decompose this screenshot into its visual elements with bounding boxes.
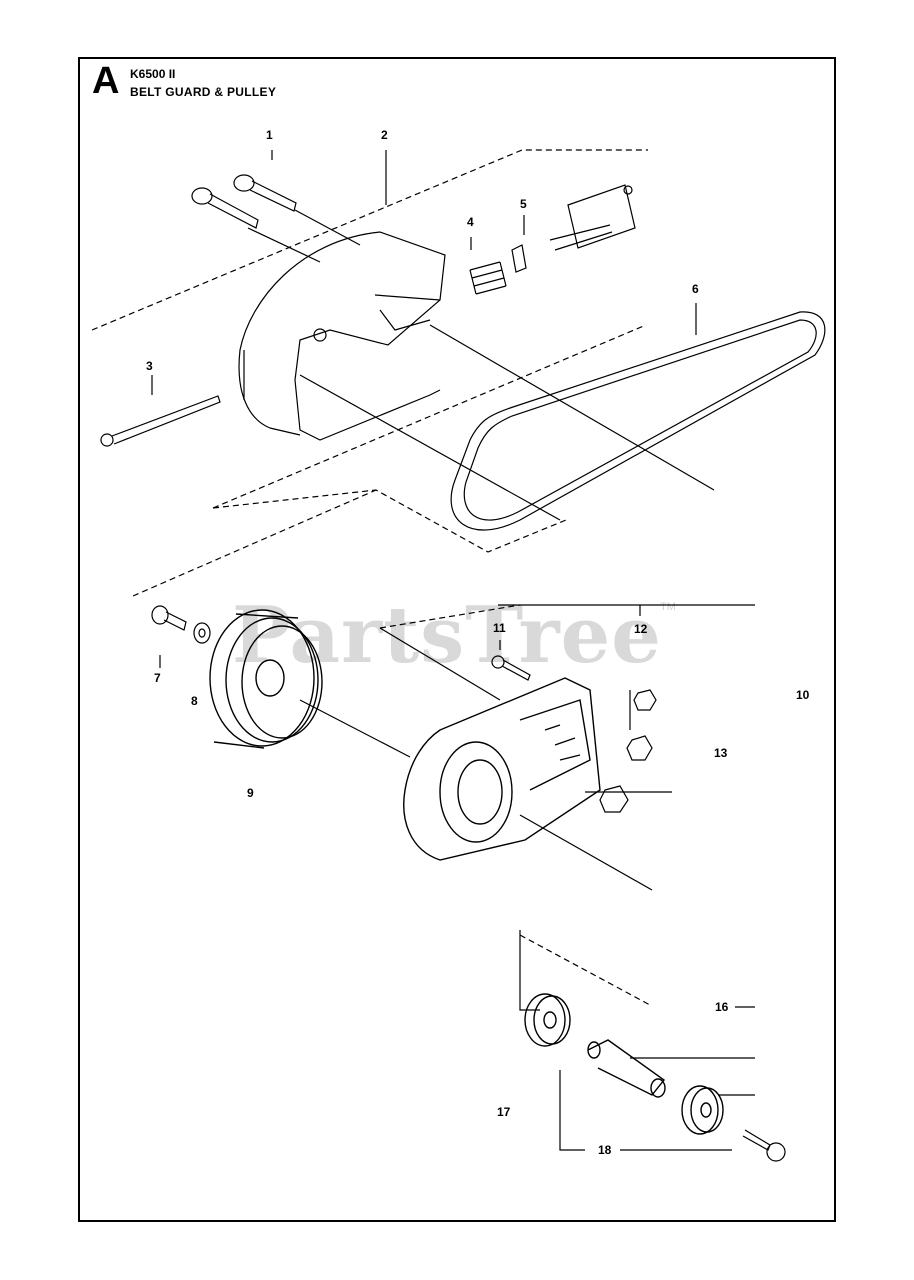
bolt-icon bbox=[151, 605, 187, 631]
watermark-trademark: TM bbox=[660, 601, 676, 613]
callout-2: 2 bbox=[381, 128, 388, 142]
diagram-frame bbox=[78, 57, 836, 1222]
model-label: K6500 II bbox=[130, 67, 176, 81]
callout-9: 9 bbox=[247, 786, 254, 800]
bolt-icon bbox=[742, 1129, 786, 1162]
diagram-title: BELT GUARD & PULLEY bbox=[130, 85, 277, 99]
shaft-icon bbox=[587, 1039, 666, 1098]
leader-lines-middle bbox=[159, 604, 755, 891]
callout-12: 12 bbox=[634, 622, 648, 636]
callout-11: 11 bbox=[493, 621, 506, 635]
drive-belt-icon bbox=[450, 311, 826, 531]
callout-5: 5 bbox=[520, 197, 527, 211]
bearing-icon bbox=[681, 1085, 724, 1135]
washer-clip-icon bbox=[511, 244, 527, 273]
section-letter: A bbox=[92, 60, 120, 102]
pulley-icon bbox=[209, 609, 323, 749]
callout-6: 6 bbox=[692, 282, 699, 296]
callout-13: 13 bbox=[714, 746, 728, 760]
callout-8: 8 bbox=[191, 694, 198, 708]
callout-18: 18 bbox=[598, 1143, 612, 1157]
belt-guard-cover-icon bbox=[238, 231, 446, 441]
dashed-guide-lines-lower bbox=[519, 934, 651, 1006]
nut-icon bbox=[599, 735, 653, 813]
callout-17: 17 bbox=[497, 1105, 511, 1119]
bearing-icon bbox=[524, 993, 571, 1047]
callout-10: 10 bbox=[796, 688, 810, 702]
bolt-icon bbox=[191, 174, 297, 229]
dashed-guide-lines-middle bbox=[132, 489, 521, 629]
leader-lines-lower bbox=[519, 930, 755, 1151]
spring-icon bbox=[469, 261, 507, 295]
nut-icon bbox=[633, 689, 657, 711]
screw-icon bbox=[491, 655, 531, 681]
callout-16: 16 bbox=[715, 1000, 729, 1014]
dashed-guide-lines-upper bbox=[91, 149, 648, 553]
long-bolt-icon bbox=[100, 395, 221, 447]
callout-3: 3 bbox=[146, 359, 153, 373]
callout-4: 4 bbox=[467, 215, 474, 229]
belt-guard-housing-icon bbox=[403, 677, 601, 861]
tensioner-bracket-icon bbox=[549, 184, 636, 251]
callout-1: 1 bbox=[266, 128, 273, 142]
leader-lines-upper bbox=[151, 150, 715, 521]
callout-7: 7 bbox=[154, 671, 161, 685]
washer-icon bbox=[193, 622, 211, 644]
